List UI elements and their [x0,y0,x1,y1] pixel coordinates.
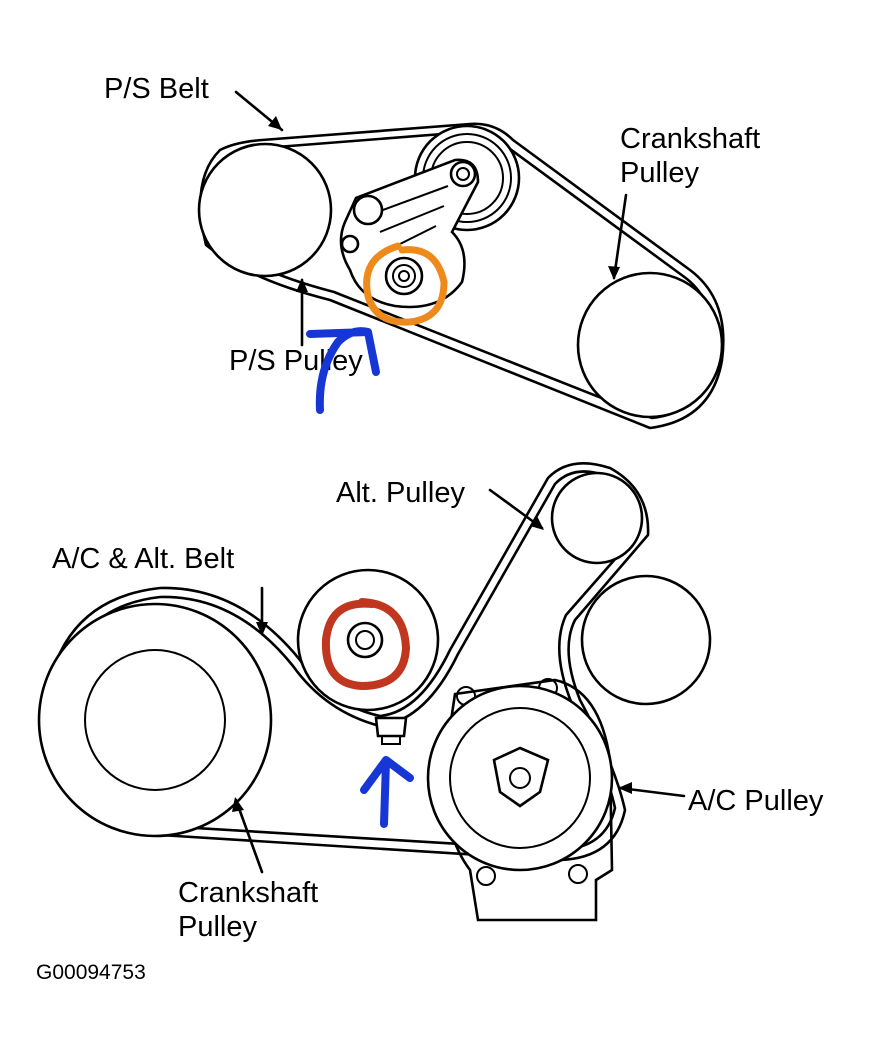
blue-arrow-top [306,327,380,414]
ps-pulley-label: P/S Pulley [229,345,363,377]
crankshaft-pulley-bottom-label-1: Crankshaft [178,877,318,909]
crank-bottom-leader [234,798,264,874]
ac-alt-belt-assembly: Alt. Pulley A/C & Alt. Belt A/C Pulley C… [37,462,824,943]
ps-pulley [197,142,333,278]
alternator-pulley [550,471,644,565]
tensioner-nut [346,621,384,659]
ac-clutch-hub [492,746,550,808]
crankshaft-pulley-top-label-1: Crankshaft [620,123,760,155]
crankshaft-pulley-top [576,271,724,419]
ac-alt-belt-label: A/C & Alt. Belt [52,543,234,575]
adjusting-bolt-top [384,256,424,296]
ps-belt-outer [199,122,725,430]
upper-right-pulley [580,574,712,706]
bracket-bolt-top [449,160,477,188]
bracket-hole [340,234,360,254]
red-circle-marker [321,598,411,691]
bracket-bolt-left [352,194,384,226]
crankshaft-pulley-bottom-hub [84,649,226,791]
alt-pulley-label: Alt. Pulley [336,477,465,509]
blue-arrow-bottom [360,756,414,828]
crankshaft-pulley-bottom [37,602,273,838]
crankshaft-pulley-bottom-label-2: Pulley [178,911,257,943]
crankshaft-pulley-top-label-2: Pulley [620,157,699,189]
figure-code: G00094753 [36,961,146,984]
ac-pulley-label: A/C Pulley [688,785,824,817]
orange-circle-marker [363,242,448,326]
crank-top-leader [612,193,628,280]
ps-belt-label: P/S Belt [104,73,209,105]
ac-pulley-inner [449,707,591,849]
adjusting-bolt-bottom [374,716,408,738]
ps-belt-assembly: P/S Belt Crankshaft Pulley P/S Pulley [104,73,760,430]
